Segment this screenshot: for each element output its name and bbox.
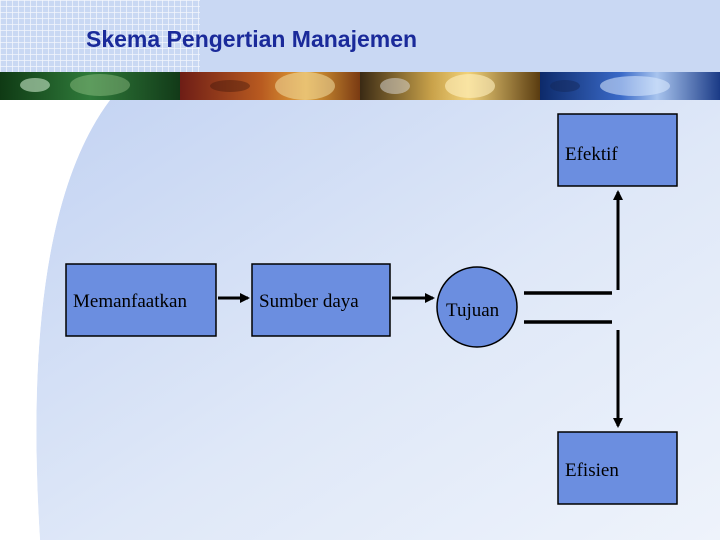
node-efektif: Efektif <box>557 113 678 187</box>
node-memanfaatkan: Memanfaatkan <box>65 263 217 337</box>
node-efisien: Efisien <box>557 431 678 505</box>
node-sumber-daya-label: Sumber daya <box>259 291 359 312</box>
node-efisien-label: Efisien <box>565 460 619 481</box>
slide-title: Skema Pengertian Manajemen <box>86 26 418 52</box>
photo-banner <box>0 72 720 100</box>
node-tujuan: Tujuan <box>436 266 518 348</box>
node-efektif-label: Efektif <box>565 144 618 165</box>
node-memanfaatkan-label: Memanfaatkan <box>73 291 187 312</box>
banner-photo-coins <box>360 72 540 100</box>
grid-pattern <box>0 0 200 72</box>
node-sumber-daya: Sumber daya <box>251 263 391 337</box>
node-tujuan-label: Tujuan <box>446 300 500 321</box>
banner-photo-gears <box>180 72 360 100</box>
banner-photo-plant <box>0 72 180 100</box>
banner-photo-computer <box>540 72 720 100</box>
